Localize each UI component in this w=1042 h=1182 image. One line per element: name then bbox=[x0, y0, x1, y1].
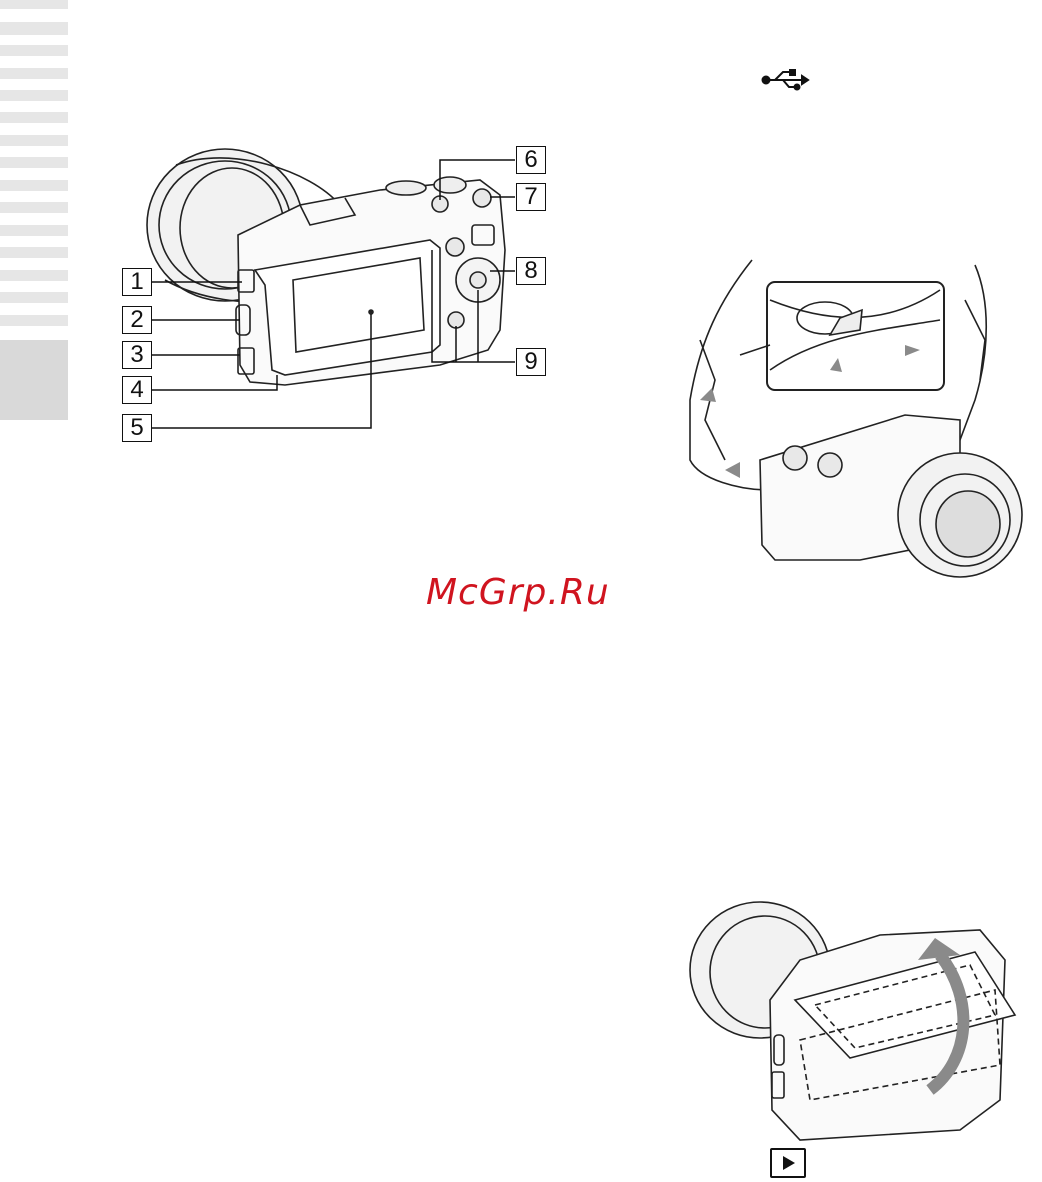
mode-dial bbox=[386, 181, 426, 195]
watermark: McGrp.Ru bbox=[426, 572, 610, 613]
button-lower bbox=[448, 312, 464, 328]
usb-icon bbox=[763, 70, 809, 90]
callout-9: 9 bbox=[516, 348, 546, 376]
callout-2: 2 bbox=[122, 306, 152, 334]
button-upper bbox=[446, 238, 464, 256]
callout-4: 4 bbox=[122, 376, 152, 404]
playback-button-icon bbox=[770, 1148, 806, 1178]
callout-8: 8 bbox=[516, 257, 546, 285]
callout-7: 7 bbox=[516, 183, 546, 211]
callout-6: 6 bbox=[516, 146, 546, 174]
callout-5: 5 bbox=[122, 414, 152, 442]
callout-3: 3 bbox=[122, 341, 152, 369]
button-7 bbox=[473, 189, 491, 207]
callout-1: 1 bbox=[122, 268, 152, 296]
strap-attachment-illustration bbox=[690, 260, 1022, 577]
strap-detail-inset bbox=[767, 282, 944, 390]
